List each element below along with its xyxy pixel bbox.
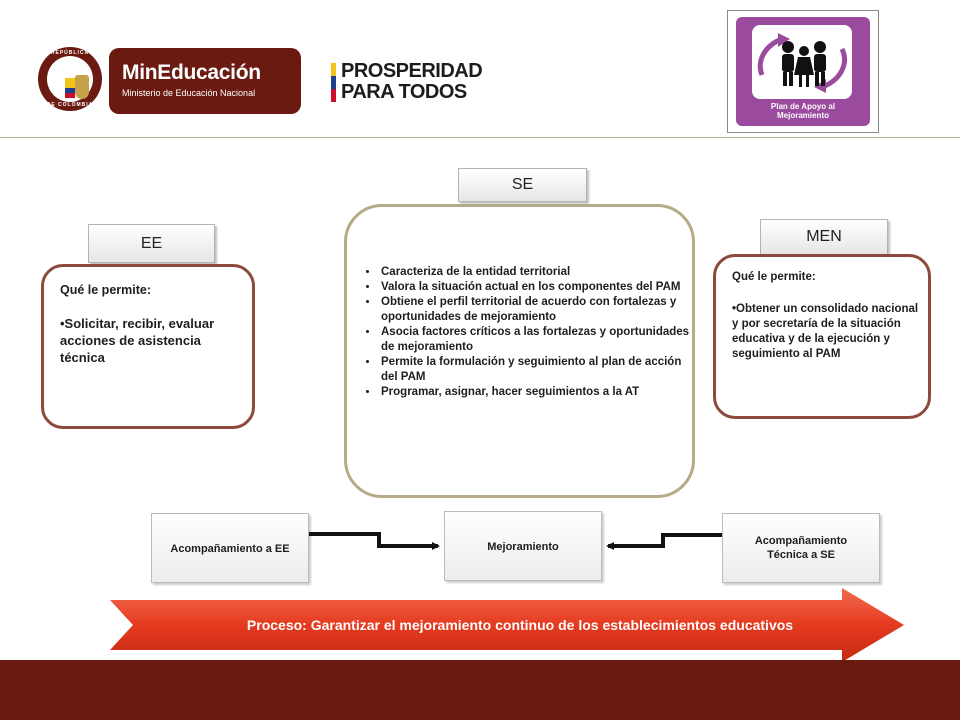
flow-right-line2: Técnica a SE	[767, 549, 835, 561]
seal-bottom-text: DE COLOMBIA	[46, 102, 94, 108]
pam-people-icon	[752, 25, 852, 99]
se-label: SE	[458, 168, 587, 202]
se-box: Caracteriza de la entidad territorial Va…	[344, 204, 695, 498]
ee-box: Qué le permite: •Solicitar, recibir, eva…	[41, 264, 255, 429]
colombia-seal-logo: REPÚBLICA DE COLOMBIA	[38, 47, 102, 111]
men-box: Qué le permite: •Obtener un consolidado …	[713, 254, 931, 419]
se-list: Caracteriza de la entidad territorial Va…	[360, 265, 697, 400]
men-item: •Obtener un consolidado nacional y por s…	[732, 303, 919, 360]
pam-logo-text: Plan de Apoyo al Mejoramiento	[746, 102, 860, 120]
prosperidad-line1: PROSPERIDAD	[341, 60, 483, 82]
flag-icon	[65, 78, 75, 98]
se-item-1: Caracteriza de la entidad territorial	[379, 265, 697, 280]
flow-acompanamiento-se: Acompañamiento Técnica a SE	[722, 513, 880, 583]
connector-left-arrow	[309, 532, 440, 550]
pam-logo-background: Plan de Apoyo al Mejoramiento	[736, 17, 870, 126]
se-item-3: Obtiene el perfil territorial de acuerdo…	[379, 295, 697, 325]
pam-logo-line1: Plan de Apoyo al	[770, 102, 836, 111]
mineducacion-title: MinEducación	[122, 61, 261, 84]
se-item-5: Permite la formulación y seguimiento al …	[379, 355, 697, 385]
seal-top-text: REPÚBLICA	[50, 50, 90, 56]
ee-heading: Qué le permite:	[60, 283, 151, 297]
pam-logo-line2: Mejoramiento	[776, 111, 829, 120]
prosperidad-logo: PROSPERIDAD PARA TODOS	[341, 60, 483, 103]
process-arrow	[110, 588, 904, 662]
se-item-4: Asocia factores críticos a las fortaleza…	[379, 325, 697, 355]
prosperidad-line2: PARA TODOS	[341, 81, 467, 103]
footer-bar	[0, 660, 960, 720]
connector-right-arrow	[606, 533, 722, 550]
mineducacion-logo: MinEducación Ministerio de Educación Nac…	[109, 48, 301, 114]
people-icon	[757, 33, 847, 93]
se-item-6: Programar, asignar, hacer seguimientos a…	[379, 385, 697, 400]
pam-logo: Plan de Apoyo al Mejoramiento	[727, 10, 879, 133]
seal-inner	[47, 56, 93, 102]
men-label: MEN	[760, 219, 888, 255]
flow-right-line1: Acompañamiento	[754, 535, 848, 547]
ee-item: •Solicitar, recibir, evaluar acciones de…	[60, 316, 215, 365]
mineducacion-subtitle: Ministerio de Educación Nacional	[122, 88, 256, 98]
flow-acompanamiento-ee: Acompañamiento a EE	[151, 513, 309, 583]
men-heading: Qué le permite:	[732, 271, 816, 283]
process-text: Proceso: Garantizar el mejoramiento cont…	[246, 617, 794, 633]
se-item-2: Valora la situación actual en los compon…	[379, 280, 697, 295]
ee-label: EE	[88, 224, 215, 263]
header	[0, 0, 960, 138]
shield-icon	[75, 75, 89, 99]
flow-mejoramiento: Mejoramiento	[444, 511, 602, 581]
